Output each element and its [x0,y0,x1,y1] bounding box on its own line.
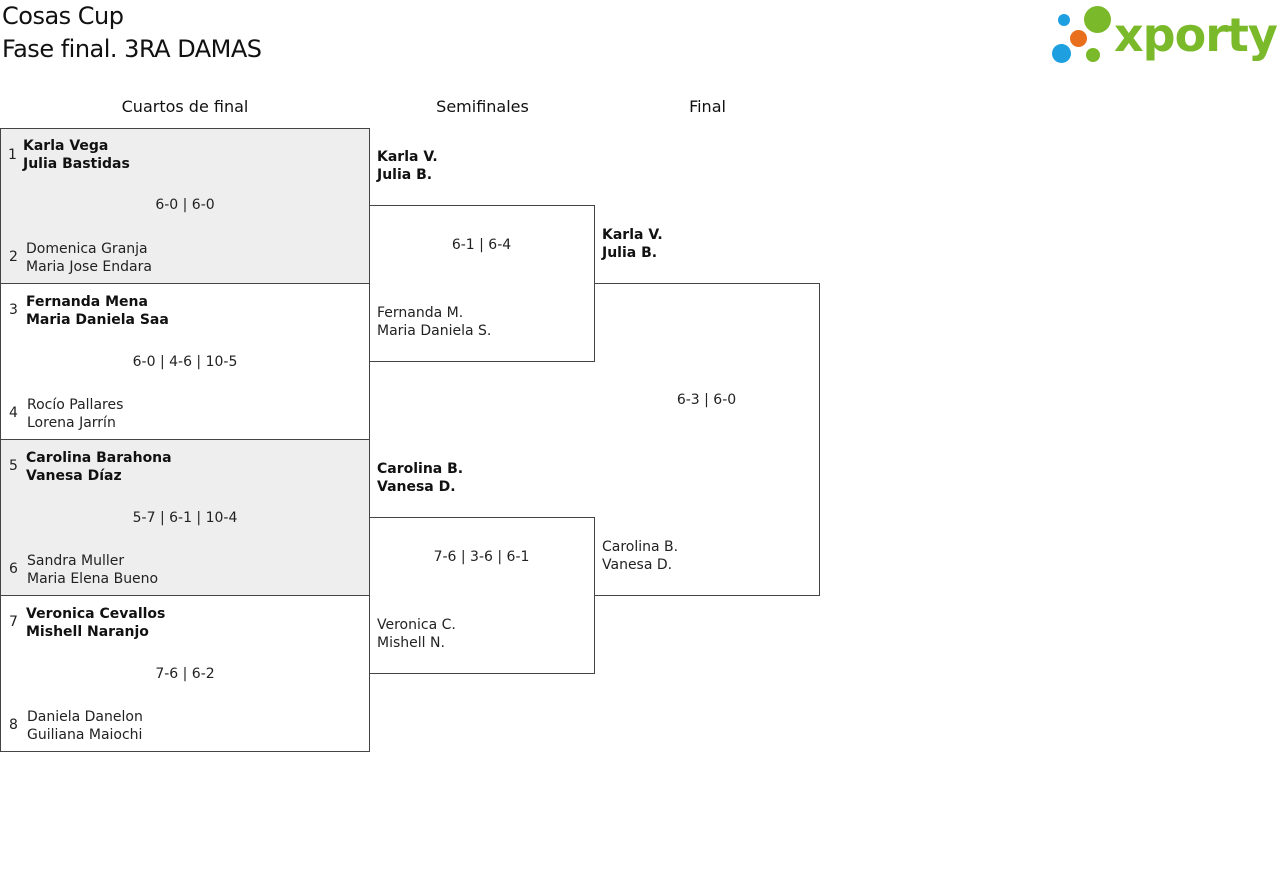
semifinal-match-2: 7-6 | 3-6 | 6-1 Veronica C. Mishell N. [369,517,595,674]
player-name: Fernanda Mena [26,294,148,310]
player-name: Guiliana Maiochi [27,727,143,743]
xporty-logo[interactable]: xporty [1050,4,1278,66]
team-b: Domenica Granja Maria Jose Endara [26,240,152,276]
team-a-winner: Karla Vega Julia Bastidas [23,137,130,173]
player-name: Maria Daniela Saa [26,312,169,328]
final-team-a-winner: Karla V. Julia B. [602,226,663,262]
player-name: Carolina B. [602,539,679,555]
seed-number: 8 [9,717,18,733]
player-name: Carolina Barahona [26,450,172,466]
semifinal-match-1: 6-1 | 6-4 Fernanda M. Maria Daniela S. [369,205,595,362]
team-b: Rocío Pallares Lorena Jarrín [27,396,123,432]
player-name: Veronica Cevallos [26,606,166,622]
team-a-winner: Carolina Barahona Vanesa Díaz [26,449,172,485]
player-name: Mishell N. [377,635,445,651]
logo-dot-orange-icon [1070,30,1087,47]
player-name: Lorena Jarrín [27,415,116,431]
final-match: 6-3 | 6-0 Carolina B. Vanesa D. [594,283,820,596]
team-a-winner: Veronica Cevallos Mishell Naranjo [26,605,165,641]
player-name: Carolina B. [377,461,464,477]
seed-number: 2 [9,249,18,265]
team-b: Sandra Muller Maria Elena Bueno [27,552,158,588]
player-name: Fernanda M. [377,305,464,321]
player-name: Karla V. [602,227,663,243]
quarterfinal-match-4: 7 Veronica Cevallos Mishell Naranjo 7-6 … [0,595,370,752]
player-name: Domenica Granja [26,241,148,257]
round-header-quarterfinals: Cuartos de final [121,97,249,116]
team-b: Fernanda M. Maria Daniela S. [377,304,491,340]
player-name: Karla V. [377,149,438,165]
player-name: Rocío Pallares [27,397,124,413]
seed-number: 4 [9,405,18,421]
player-name: Julia B. [377,167,433,183]
player-name: Julia Bastidas [23,156,130,172]
logo-wordmark: xporty [1114,8,1278,62]
logo-dot-blue-small-icon [1058,14,1070,26]
match-score: 6-1 | 6-4 [451,237,512,253]
quarterfinal-match-3: 5 Carolina Barahona Vanesa Díaz 5-7 | 6-… [0,439,370,596]
match-score: 6-3 | 6-0 [676,392,737,408]
match-score: 6-0 | 4-6 | 10-5 [132,354,238,370]
match-score: 5-7 | 6-1 | 10-4 [132,510,238,526]
player-name: Vanesa D. [602,557,673,573]
page-title: Cosas Cup [2,2,124,30]
quarterfinal-match-2: 3 Fernanda Mena Maria Daniela Saa 6-0 | … [0,283,370,440]
player-name: Maria Jose Endara [26,259,152,275]
seed-number: 1 [8,147,17,163]
player-name: Vanesa Díaz [26,468,122,484]
logo-dot-green-small-icon [1086,48,1100,62]
match-score: 7-6 | 6-2 [155,666,215,682]
match-score: 7-6 | 3-6 | 6-1 [433,549,530,565]
player-name: Maria Elena Bueno [27,571,159,587]
player-name: Daniela Danelon [27,709,143,725]
seed-number: 5 [9,458,18,474]
logo-dot-blue-large-icon [1052,44,1071,63]
round-header-semifinals: Semifinales [436,97,529,116]
quarterfinal-match-1: 1 Karla Vega Julia Bastidas 6-0 | 6-0 2 … [0,128,370,284]
team-b: Veronica C. Mishell N. [377,616,456,652]
semifinal-2-team-a-winner: Carolina B. Vanesa D. [377,460,463,496]
team-a-winner: Fernanda Mena Maria Daniela Saa [26,293,169,329]
seed-number: 6 [9,561,18,577]
page-subtitle: Fase final. 3RA DAMAS [2,35,262,63]
player-name: Veronica C. [377,617,456,633]
semifinal-1-team-a-winner: Karla V. Julia B. [377,148,438,184]
player-name: Vanesa D. [377,479,456,495]
logo-dot-green-large-icon [1084,6,1111,33]
team-b: Daniela Danelon Guiliana Maiochi [27,708,143,744]
player-name: Karla Vega [23,138,109,154]
player-name: Maria Daniela S. [377,323,492,339]
player-name: Julia B. [602,245,658,261]
seed-number: 3 [9,302,18,318]
team-b: Carolina B. Vanesa D. [602,538,678,574]
match-score: 6-0 | 6-0 [155,197,215,213]
player-name: Sandra Muller [27,553,125,569]
seed-number: 7 [9,614,18,630]
round-header-final: Final [689,97,726,116]
player-name: Mishell Naranjo [26,624,149,640]
